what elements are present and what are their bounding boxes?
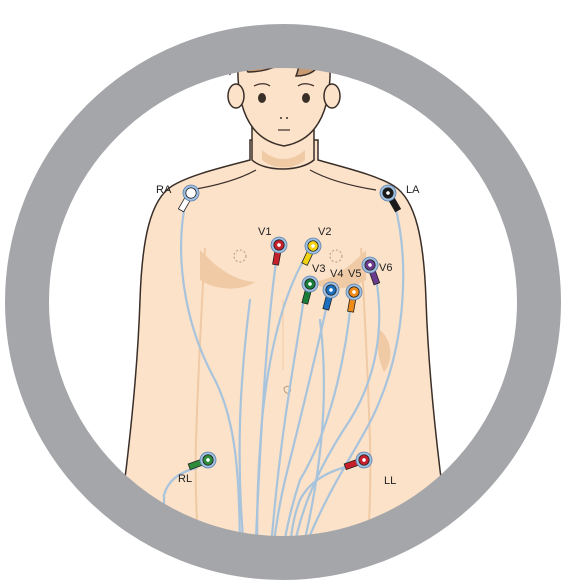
nostril-right [280, 117, 282, 119]
eye-right [258, 93, 266, 103]
nostril-left [286, 117, 288, 119]
label-v3: V3 [312, 263, 325, 275]
label-la: LA [406, 184, 419, 196]
label-v1: V1 [258, 226, 271, 238]
ear-left [324, 84, 340, 108]
eye-left [302, 93, 310, 103]
label-ll: LL [384, 475, 396, 487]
label-v6: V6 [379, 262, 392, 274]
ear-right [228, 84, 244, 108]
label-v5: V5 [348, 268, 361, 280]
label-v4: V4 [330, 268, 343, 280]
label-ra: RA [156, 184, 171, 196]
label-rl: RL [178, 473, 192, 485]
label-v2: V2 [318, 226, 331, 238]
